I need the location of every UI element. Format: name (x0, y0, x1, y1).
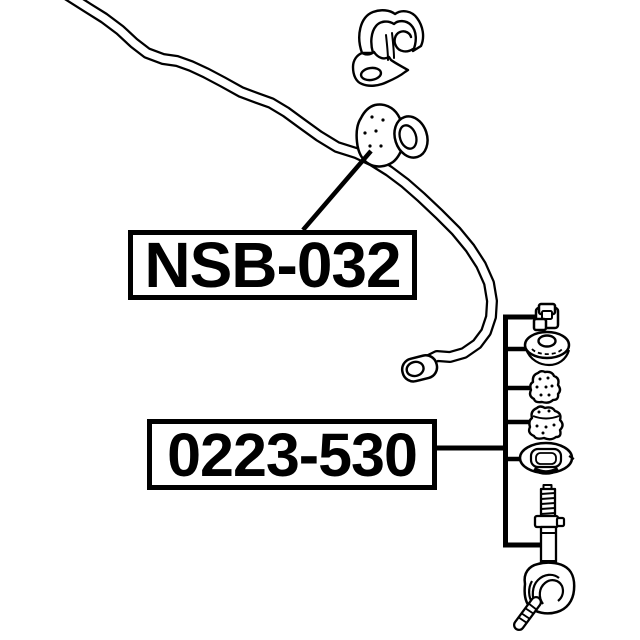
retainer-washer-top-drawing (523, 330, 571, 367)
bar-end-eyelet-drawing (400, 354, 439, 383)
stabilizer-bar-drawing (64, 0, 498, 371)
link-stud-drawing (513, 596, 542, 631)
callout-box-0223-530: 0223-530 (147, 419, 437, 490)
bracket-clamp-drawing (351, 9, 425, 87)
retainer-washer-bottom-drawing (518, 441, 575, 475)
stabilizer-link-drawing (513, 484, 576, 631)
link-bushing-upper-drawing (528, 370, 562, 404)
callout-box-nsb-032: NSB-032 (128, 229, 417, 301)
part-number-label: NSB-032 (144, 229, 401, 301)
link-nut-drawing (532, 302, 560, 332)
nsb-leader-line (301, 149, 373, 232)
part-number-label: 0223-530 (167, 420, 418, 489)
bushing-speckles (363, 115, 385, 148)
link-bushing-lower-drawing (527, 405, 564, 441)
